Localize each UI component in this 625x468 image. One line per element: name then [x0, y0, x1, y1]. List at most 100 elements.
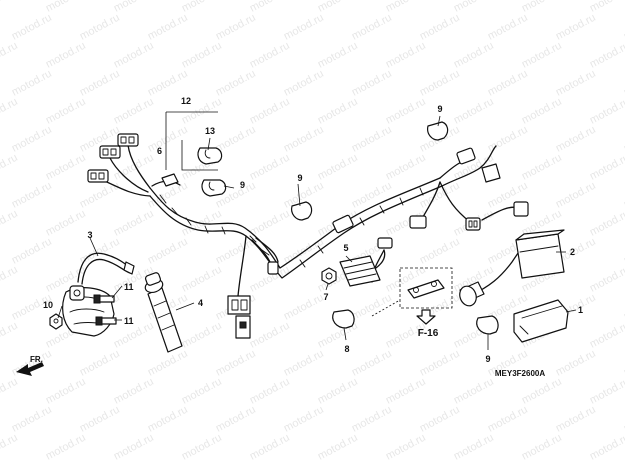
callout-2: 2 — [570, 247, 575, 257]
watermark-text: motod.ru — [0, 40, 20, 71]
nut[interactable] — [321, 267, 337, 285]
module-rubber-mount[interactable] — [513, 299, 569, 343]
callout-13: 13 — [205, 126, 215, 136]
watermark-text: motod.ru — [0, 0, 20, 15]
watermark-text: motod.ru — [588, 0, 625, 15]
reference-bracket — [371, 267, 453, 325]
callout-6: 6 — [157, 146, 162, 156]
clamp-lower-right-9[interactable] — [476, 315, 499, 335]
watermark-text: motod.ru — [384, 432, 428, 463]
ignition-control-module[interactable] — [457, 229, 565, 308]
front-direction-arrow — [16, 362, 44, 376]
watermark-text: motod.ru — [248, 96, 292, 127]
watermark-text: motod.ru — [248, 152, 292, 183]
watermark-text: motod.ru — [10, 12, 54, 43]
watermark-text: motod.ru — [588, 152, 625, 183]
watermark-text: motod.ru — [248, 320, 292, 351]
watermark-text: motod.ru — [384, 0, 428, 15]
watermark-text: motod.ru — [214, 124, 258, 155]
watermark-text: motod.ru — [0, 432, 20, 463]
watermark-text: motod.ru — [180, 0, 224, 15]
watermark-text: motod.ru — [78, 180, 122, 211]
clamp-upper-9[interactable] — [201, 179, 227, 197]
watermark-text: motod.ru — [452, 432, 496, 463]
watermark-text: motod.ru — [384, 376, 428, 407]
watermark-text: motod.ru — [112, 320, 156, 351]
callout-11-lower: 11 — [124, 316, 134, 326]
watermark-text: motod.ru — [418, 348, 462, 379]
watermark-text: motod.ru — [0, 264, 20, 295]
watermark-text: motod.ru — [146, 124, 190, 155]
callout-7: 7 — [323, 292, 328, 302]
callout-4: 4 — [198, 298, 203, 308]
watermark-text: motod.ru — [452, 40, 496, 71]
watermark-text: motod.ru — [10, 124, 54, 155]
watermark-text: motod.ru — [10, 236, 54, 267]
watermark-text: motod.ru — [0, 320, 20, 351]
watermark-text: motod.ru — [282, 348, 326, 379]
callout-12: 12 — [181, 96, 191, 106]
callout-labels: 12 13 6 9 9 9 5 3 4 11 11 10 7 8 9 2 1 F… — [30, 96, 583, 378]
watermark-text: motod.ru — [588, 376, 625, 407]
watermark-text: motod.ru — [248, 376, 292, 407]
watermark-text: motod.ru — [44, 96, 88, 127]
watermark-text: motod.ru — [44, 432, 88, 463]
watermark-text: motod.ru — [112, 96, 156, 127]
watermark-text: motod.ru — [180, 264, 224, 295]
watermark-text: motod.ru — [418, 404, 462, 435]
clamp-middle-9[interactable] — [291, 201, 313, 221]
watermark-text: motod.ru — [350, 68, 394, 99]
clamp-upper-13[interactable] — [197, 147, 223, 165]
watermark-text: motod.ru — [588, 432, 625, 463]
watermark-text: motod.ru — [282, 404, 326, 435]
watermark-text: motod.ru — [10, 180, 54, 211]
watermark-text: motod.ru — [384, 40, 428, 71]
watermark-text: motod.ru — [418, 12, 462, 43]
watermark-text: motod.ru — [588, 208, 625, 239]
watermark-text: motod.ru — [146, 236, 190, 267]
callout-10: 10 — [43, 300, 53, 310]
regulator-rectifier[interactable] — [339, 249, 386, 287]
watermark-text: motod.ru — [316, 96, 360, 127]
callout-9-middle: 9 — [297, 173, 302, 183]
watermark-text: motod.ru — [112, 376, 156, 407]
watermark-text: motod.ru — [588, 264, 625, 295]
clamp-top-right-9[interactable] — [427, 121, 449, 141]
watermark-text: motod.ru — [146, 404, 190, 435]
watermark-text: motod.ru — [520, 432, 564, 463]
callout-1: 1 — [578, 305, 583, 315]
direction-label: FR. — [30, 355, 43, 364]
watermark-text: motod.ru — [350, 12, 394, 43]
watermark-text: motod.ru — [112, 0, 156, 15]
watermark-text: motod.ru — [486, 124, 530, 155]
watermark-text: motod.ru — [214, 348, 258, 379]
watermark-text: motod.ru — [588, 40, 625, 71]
watermark-text: motod.ru — [44, 0, 88, 15]
watermark-text: motod.ru — [316, 40, 360, 71]
leader-lines — [57, 111, 577, 350]
watermark-text: motod.ru — [112, 432, 156, 463]
watermark-text: motod.ru — [588, 320, 625, 351]
watermark-text: motod.ru — [282, 292, 326, 323]
watermark-text: motod.ru — [248, 432, 292, 463]
watermark-text: motod.ru — [214, 12, 258, 43]
wire-harness[interactable] — [87, 133, 529, 339]
bolts[interactable] — [49, 294, 117, 330]
watermark-text: motod.ru — [180, 40, 224, 71]
watermark-text: motod.ru — [350, 348, 394, 379]
watermark-text: motod.ru — [248, 0, 292, 15]
callout-8: 8 — [344, 344, 349, 354]
spark-plug-cap[interactable] — [143, 272, 183, 353]
watermark-text: motod.ru — [180, 376, 224, 407]
callout-3: 3 — [87, 230, 92, 240]
clamp-lower-8[interactable] — [332, 309, 355, 329]
watermark-text: motod.ru — [146, 12, 190, 43]
watermark-text: motod.ru — [112, 208, 156, 239]
watermark-text: motod.ru — [10, 404, 54, 435]
watermark-text: motod.ru — [486, 12, 530, 43]
watermark-text: motod.ru — [350, 404, 394, 435]
watermark-text: motod.ru — [554, 348, 598, 379]
watermark-text: motod.ru — [452, 96, 496, 127]
